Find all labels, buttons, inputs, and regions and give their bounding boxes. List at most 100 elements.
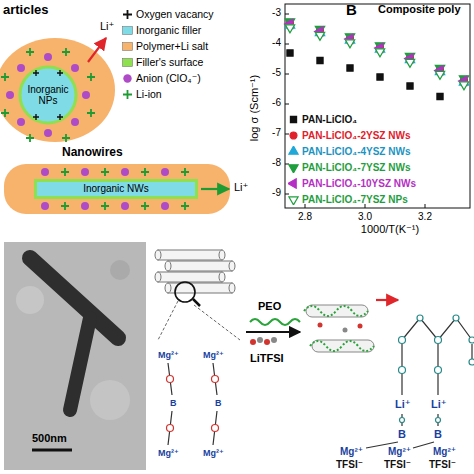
wrapped-nanowires-part [343,328,348,333]
chem-label: B [434,428,442,441]
nanowire-schematic-part-part [41,202,49,210]
legend-symbol [123,10,132,19]
legend-text: Inorganic filler [136,24,201,36]
data-point [317,57,323,63]
tem-image-part [90,380,130,420]
data-point [375,49,384,57]
nanoparticle-schematic-part [88,38,106,62]
legend-entry: Anion (ClO₄⁻) [122,72,201,84]
wrapped-nanowires-part [304,306,368,316]
nanoparticle-schematic [0,38,115,142]
legend-symbol [123,74,131,82]
nanowire-bundle [155,250,240,340]
wrapped-nanowires-part [376,299,398,301]
nanowire-bundle-part-part [219,272,225,282]
legend-text: Polymer+Li salt [136,40,208,52]
data-point [377,74,383,80]
axis-tick: 3.0 [358,211,372,223]
legend-text: PAN-LiClO₄ [302,114,357,126]
reaction-arrow-part [271,337,277,343]
surface-structure-part [168,363,217,445]
data-point [437,93,443,99]
nanowire-schematic-part-part [121,168,129,176]
axis-tick: 2.8 [298,211,312,223]
nanowire-bundle-part [158,301,240,340]
nanoparticle-schematic-part [6,53,90,137]
nanoparticle-schematic-part-part [71,64,79,72]
nanoparticle-schematic-part-part [82,91,90,99]
data-point [435,71,444,79]
nanowire-schematic-part-part [41,168,49,176]
coordination-structure [366,315,474,448]
axis-title: log σ (Scm⁻¹) [248,75,261,141]
chem-label: Mg²⁺ [340,446,363,458]
legend-text: PAN-LiClO₄-2YSZ NWs [302,130,410,142]
legend-entry: PAN-LiClO₄ [288,114,357,126]
chart-title: Composite poly [378,3,461,16]
nanoparticle-schematic-part-part [6,91,14,99]
legend-text: PAN-LiClO₄-7YSZ NWs [302,162,410,174]
node-text: Inorganic NPs [23,84,73,107]
data-point [345,40,354,48]
nanowire-bar: Inorganic NWs [34,179,198,199]
axis-tick: -7 [272,127,281,139]
legend-swatch [122,41,133,52]
data-point [405,59,414,67]
axis-tick: -5 [272,67,281,79]
chem-label: B [170,398,177,408]
nanowire-bundle-part [175,282,195,302]
scale-label: 500nm [32,432,67,445]
axis-tick: -3 [272,7,281,19]
legend-text: PAN-LiClO₄-10YSZ NWs [302,178,416,190]
oxygen-vacancy [57,114,63,120]
reaction-arrow-part [250,339,256,345]
tem-image-part [30,258,118,338]
oxygen-vacancy [33,114,39,120]
legend-swatch [122,89,133,100]
coordination-structure-part-part [400,418,405,423]
legend-entry: Inorganic filler [122,24,201,36]
coordination-structure-part-part [399,367,406,374]
coordination-structure-part-part [453,315,459,321]
chem-label: TFSI⁻ [336,459,363,471]
coordination-structure-part [366,344,472,448]
axis-tick: -8 [272,157,281,169]
legend-entry: Oxygen vacancy [122,8,214,20]
legend-entry: PAN-LiClO₄-4YSZ NWs [288,146,410,158]
coordination-structure-part-part [469,337,474,343]
data-point [407,83,413,89]
legend-symbol [290,117,296,123]
nanowire-schematic-part-part [81,168,89,176]
tem-image-part [4,242,146,470]
nanowire-bundle-part-part [165,261,171,271]
legend-entry: Polymer+Li salt [122,40,208,52]
chem-label: Mg²⁺ [203,448,224,458]
nanoparticle-schematic-part-part [44,53,52,61]
chem-label: Mg²⁺ [203,350,224,360]
ion-label: Li⁺ [234,181,248,194]
legend-symbol [288,179,296,188]
nanowire-schematic-part [4,164,230,214]
nanoparticle-schematic-part-part [17,118,25,126]
legend-entry: PAN-LiClO₄-2YSZ NWs [288,130,410,142]
axis-tick: -9 [272,187,281,199]
nanowire-bundle-part-part [229,283,235,293]
chem-label: B [398,428,406,441]
legend-symbol [123,90,132,99]
wrapped-nanowires-part [310,341,374,351]
legend-text: Anion (ClO₄⁻) [136,72,201,84]
tem-image-part [16,286,44,314]
legend-swatch [288,130,299,141]
legend-symbol [289,197,298,205]
chem-label: B [215,398,222,408]
legend-entry: PAN-LiClO₄-10YSZ NWs [288,178,416,190]
nanoparticle-circle: Inorganic NPs [18,65,78,125]
coordination-structure-part-part [435,367,442,374]
legend-swatch [123,58,133,66]
legend-swatch [123,26,133,34]
chart-frame-part [285,4,470,208]
legend-entry: Filler's surface [122,56,203,68]
panel-heading: Nanowires [62,146,123,160]
coordination-structure-part-part [469,359,474,365]
legend-text: Filler's surface [136,56,203,68]
